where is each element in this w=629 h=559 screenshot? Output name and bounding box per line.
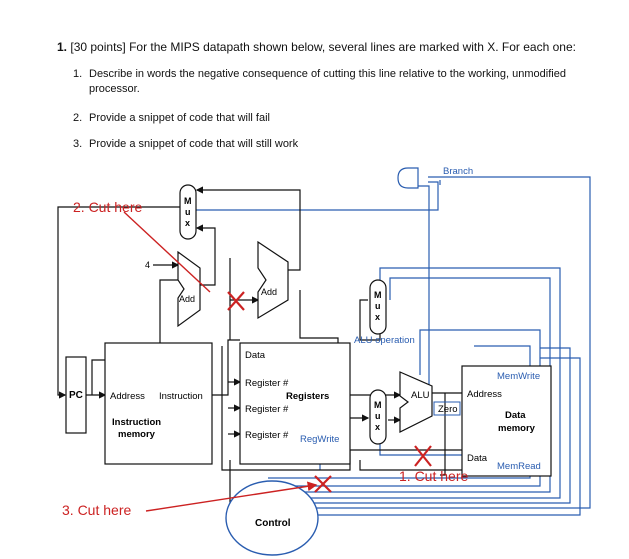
adder-branch [257, 240, 289, 320]
question-header: 1. [30 points] For the MIPS datapath sho… [57, 40, 576, 54]
list-item: 1. Describe in words the negative conseq… [73, 67, 566, 95]
instruction-memory [104, 342, 213, 465]
add-label: Add [261, 287, 277, 297]
reg-data-label: Data [245, 350, 266, 361]
branch-and-gate [397, 167, 419, 189]
alu-label: ALU [411, 390, 430, 401]
reg-write-label: Register # [245, 430, 289, 441]
dm-address-label: Address [467, 389, 502, 400]
mux-pc [179, 184, 197, 240]
dm-title-1: Data [505, 410, 526, 421]
data-memory [461, 365, 552, 477]
zero-flag-box [433, 401, 461, 416]
adder-pc4 [177, 250, 201, 328]
mux-letter: u [375, 411, 381, 421]
dm-title-2: memory [498, 423, 536, 434]
im-address-label: Address [110, 391, 145, 402]
list-item: 3. Provide a snippet of code that will s… [73, 137, 298, 152]
pc-register [65, 356, 87, 434]
mux-letter: u [185, 207, 191, 217]
control-lines [190, 176, 591, 516]
question-number: 1. [57, 40, 68, 54]
mux-letter: M [374, 290, 382, 300]
pc-label: PC [69, 390, 83, 401]
branch-label: Branch [443, 166, 473, 177]
im-title-1: Instruction [112, 417, 161, 428]
control-unit [225, 480, 319, 556]
item-number: 1. [73, 68, 83, 80]
registers-title: Registers [286, 391, 329, 402]
reg-read2-label: Register # [245, 404, 289, 415]
register-file [239, 342, 351, 465]
mux-letter: M [184, 196, 192, 206]
item-number: 2. [73, 112, 83, 124]
cut2-x-mark [227, 291, 245, 311]
cut3-x-mark [314, 475, 332, 493]
reg-read1-label: Register # [245, 378, 289, 389]
cut1-label: 1. Cut here [399, 468, 468, 484]
mux-letter: x [375, 422, 380, 432]
annotations: 2. Cut here 1. Cut here 3. Cut here [62, 199, 468, 518]
zero-label: Zero [438, 404, 458, 415]
mux-letter: u [375, 301, 381, 311]
memwrite-label: MemWrite [497, 371, 540, 382]
question-prompt: For the MIPS datapath shown below, sever… [129, 40, 576, 54]
cut2-pointer-line [123, 211, 211, 293]
item-text: Describe in words the negative consequen… [89, 68, 566, 80]
item-number: 3. [73, 138, 83, 150]
list-item: 2. Provide a snippet of code that will f… [73, 111, 270, 126]
question-points: [30 points] [70, 40, 126, 54]
memread-label: MemRead [497, 461, 541, 472]
cut3-pointer-arrow [145, 481, 318, 512]
alu-operation-label: ALU operation [354, 335, 415, 346]
control-label: Control [255, 518, 291, 529]
item-text: Provide a snippet of code that will stil… [89, 138, 299, 150]
mux-alu-src [369, 389, 387, 445]
constant-four: 4 [145, 260, 150, 270]
cut3-label: 3. Cut here [62, 502, 131, 518]
regwrite-label: RegWrite [300, 434, 339, 445]
cut1-x-mark [414, 445, 432, 467]
mux-letter: x [375, 312, 380, 322]
item-text-continued: processor. [89, 83, 140, 95]
im-instruction-label: Instruction [159, 391, 203, 402]
mux-letter: M [374, 400, 382, 410]
im-title-2: memory [118, 429, 156, 440]
mux-branch [369, 279, 387, 335]
add-label: Add [179, 294, 195, 304]
dm-data-label: Data [467, 453, 488, 464]
item-text: Provide a snippet of code that will fail [89, 112, 270, 124]
alu [399, 371, 433, 433]
cut2-label: 2. Cut here [73, 199, 142, 215]
mux-letter: x [185, 218, 190, 228]
